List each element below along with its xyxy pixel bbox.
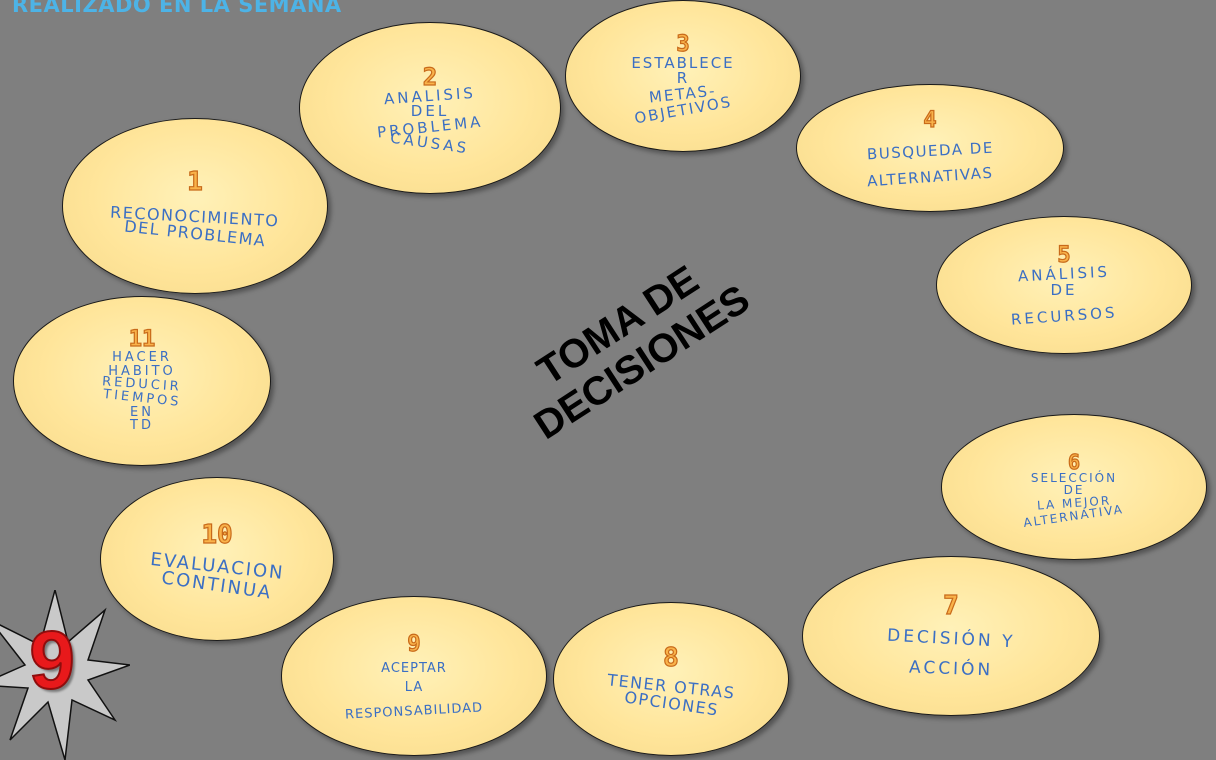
step-5: 5 ANÁLISIS DE RECURSOS [936,216,1192,354]
badge-number: 9 [28,615,76,706]
step-label-line: ACEPTAR [381,660,447,676]
step-8: 8 TENER OTRAS OPCIONES [553,602,789,756]
step-label-line: ANÁLISIS [1017,262,1111,286]
step-number: 7 [943,591,960,622]
step-6: 6 SELECCIÓN DE LA MEJOR ALTERNATIVA [941,414,1207,560]
step-number: 2 [422,62,438,91]
step-number: 9 [407,631,421,657]
step-9: 9 ACEPTAR LA RESPONSABILIDAD [281,596,547,756]
step-label-line: LA [404,680,424,696]
step-label-line: ANALISIS [383,83,477,108]
step-label-line: RESPONSABILIDAD [344,700,484,723]
step-label-line: CAUSAS [389,128,471,158]
step-number: 11 [128,327,156,353]
step-label-line: HABITO [108,363,176,379]
step-4: 4 BUSQUEDA DE ALTERNATIVAS [796,84,1064,212]
step-label-line: DEL [410,102,450,121]
step-label-line: ESTABLECE [631,53,735,72]
step-label-line: RECURSOS [1010,303,1118,329]
step-number: 3 [676,31,690,57]
starburst-badge [0,590,130,760]
step-label-line: HACER [112,350,172,366]
step-number: 5 [1057,243,1071,269]
step-1: 1 RECONOCIMIENTO DEL PROBLEMA [62,118,328,294]
step-label-line: TD [130,418,154,434]
step-number: 10 [201,520,234,551]
step-label-line: EN [130,404,154,420]
step-11: 11 HACER HABITO REDUCIR TIEMPOS EN TD [13,296,271,466]
step-2: 2 ANALISIS DEL PROBLEMA CAUSAS [299,22,561,194]
step-number: 1 [187,167,204,198]
step-3: 3 ESTABLECE R METAS- OBJETIVOS [565,0,801,152]
step-label-line: BUSQUEDA DE [866,138,994,164]
center-title: TOMA DE DECISIONES [472,220,788,468]
step-label-line: DE [1050,281,1078,300]
step-label-line: DECISIÓN Y [886,625,1016,653]
step-label-line: ALTERNATIVAS [866,163,994,191]
step-number: 8 [663,643,680,674]
step-label-line: ACCIÓN [908,657,994,681]
step-10: 10 EVALUACION CONTINUA [100,477,334,641]
step-label-line: SELECCIÓN [1030,470,1118,485]
step-label-line: R [676,69,690,88]
banner-title: REALIZADO EN LA SEMANA [12,0,342,17]
step-7: 7 DECISIÓN Y ACCIÓN [802,556,1100,716]
step-label-line: DE [1063,483,1085,498]
starburst-shape [0,590,130,760]
step-number: 6 [1067,449,1081,474]
step-number: 4 [923,108,937,134]
